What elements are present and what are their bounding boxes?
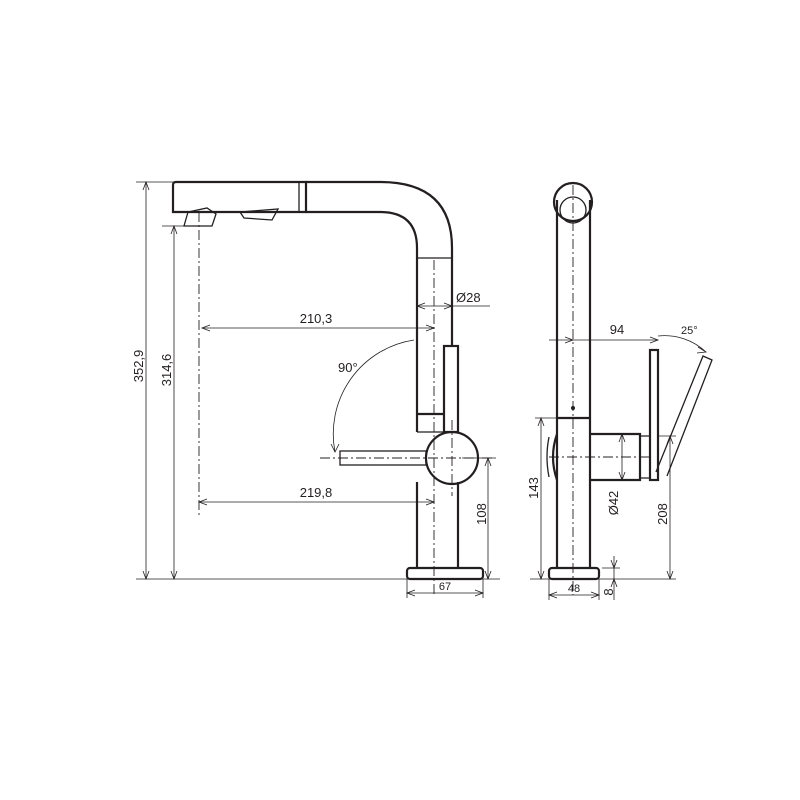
dim-arrows [547, 591, 601, 599]
dim-spout-diameter: Ø28 [456, 290, 481, 305]
faucet-body [415, 482, 460, 568]
dim-arrows [142, 180, 150, 581]
base-plate [405, 566, 485, 581]
dim-arrows [170, 224, 178, 581]
dim-arrows [405, 589, 485, 597]
dim-base-width-front: 67 [439, 581, 451, 593]
spray-head [171, 180, 308, 214]
dim-base-width-side: 48 [568, 583, 580, 595]
center-dot [571, 406, 575, 410]
dim-arrows [666, 434, 674, 581]
lever-cap [640, 435, 650, 479]
spray-outlet [183, 207, 217, 227]
spout-arm [306, 180, 454, 432]
dim-height-side: 208 [655, 503, 670, 525]
side-view: 94 25° 143 Ø42 208 48 8 [526, 181, 713, 600]
arc-arrow [330, 443, 340, 453]
dim-lever-angle: 25° [681, 325, 698, 337]
dim-spout-height: 314,6 [159, 354, 174, 387]
dim-lever-height-front: 108 [474, 503, 489, 525]
lever-upright [442, 344, 460, 434]
dim-arrows [537, 416, 545, 581]
tilt-arc [657, 335, 707, 353]
rotation-arc [332, 339, 415, 453]
dim-reach: 210,3 [300, 311, 333, 326]
dim-lever-offset: 94 [610, 322, 624, 337]
dim-body-diameter: Ø42 [606, 491, 621, 516]
front-view: 352,9 314,6 210,3 219,8 Ø28 90° 108 67 [131, 180, 500, 598]
dim-rotation-angle: 90° [338, 360, 358, 375]
valve-body-inner [546, 436, 550, 478]
dim-arrows [484, 456, 492, 581]
dim-arrows [618, 432, 626, 482]
dim-total-height: 352,9 [131, 350, 146, 383]
spray-button [238, 208, 280, 221]
dim-arrows [415, 302, 454, 310]
faucet-column [555, 200, 592, 568]
lever-tilted [655, 355, 713, 477]
base-plate [547, 566, 601, 581]
dim-base-height: 8 [601, 588, 616, 595]
dim-arrows [610, 559, 618, 588]
dim-reach-lever: 219,8 [300, 485, 333, 500]
lever-upright [648, 348, 660, 482]
dim-arrows [200, 324, 436, 332]
dim-arrows [564, 336, 660, 344]
dim-lever-height-side: 143 [526, 477, 541, 499]
arc-arrow [696, 346, 708, 354]
dim-arrows [197, 498, 436, 506]
